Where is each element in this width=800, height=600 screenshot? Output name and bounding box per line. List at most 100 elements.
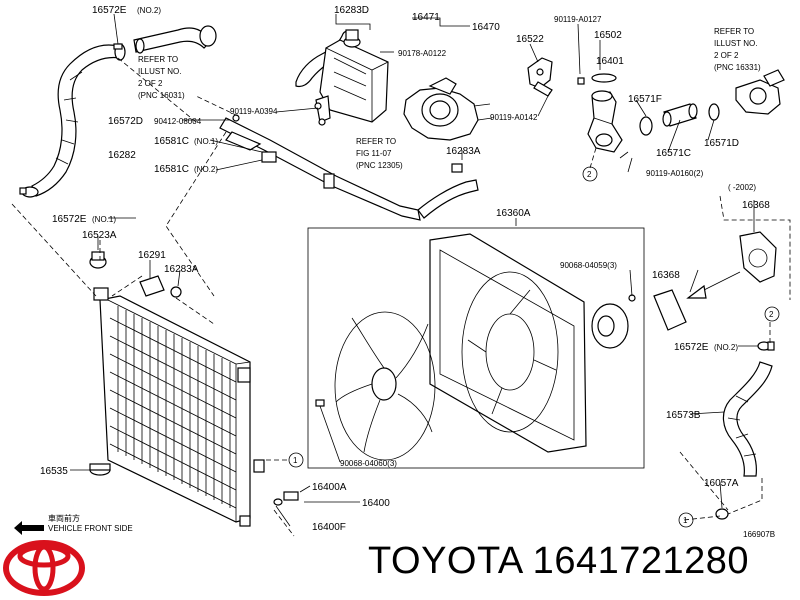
label-90068-04059: 90068-04059(3) xyxy=(560,261,617,270)
cooling-fan xyxy=(334,311,436,461)
label-90178-A0122: 90178-A0122 xyxy=(398,49,447,58)
fan-shroud-16360A xyxy=(429,233,587,453)
hose-clamp-16572E-no1 xyxy=(19,186,39,198)
label-16523A: 16523A xyxy=(82,230,117,241)
bracket-16522 xyxy=(527,57,553,97)
clamp-16572E-no2b xyxy=(757,341,775,351)
clamp-16571F xyxy=(639,116,653,136)
label-16572E-no1-qual: (NO.1) xyxy=(92,215,116,224)
svg-text:2 OF 2: 2 OF 2 xyxy=(138,79,163,88)
label-16291: 16291 xyxy=(138,250,166,261)
label-16571D: 16571D xyxy=(704,138,739,149)
arrow-to-seal xyxy=(686,271,741,299)
label-16283D: 16283D xyxy=(334,5,369,16)
callout-2-a: 2 xyxy=(582,166,598,182)
callout-1-b: 1 xyxy=(678,512,694,528)
front-jp-label: 車両前方 xyxy=(48,514,80,523)
label-16572D: 16572D xyxy=(108,116,143,127)
hose-clamp-16572E-no2 xyxy=(113,43,126,61)
label-16282: 16282 xyxy=(108,150,136,161)
label-16572E-no2b-qual: (NO.2) xyxy=(714,343,738,352)
refer-note-mid: REFER TO FIG 11-07 (PNC 12305) xyxy=(356,137,403,170)
drain-cock-16400A xyxy=(273,491,299,506)
label-16057A: 16057A xyxy=(704,478,739,489)
label-16535: 16535 xyxy=(40,466,68,477)
part-number-title: TOYOTA 1641721280 xyxy=(368,540,750,582)
connector-ref-right xyxy=(735,69,785,115)
label-16368-mid: 16368 xyxy=(652,270,680,281)
toyota-logo-icon xyxy=(3,540,85,596)
label-90119-A0127: 90119-A0127 xyxy=(554,15,602,24)
svg-text:(PNC 12305): (PNC 12305) xyxy=(356,161,403,170)
vehicle-front-note: 車両前方 VEHICLE FRONT SIDE xyxy=(48,514,133,534)
reserve-tank xyxy=(295,29,389,126)
svg-text:ILLUST NO.: ILLUST NO. xyxy=(714,39,757,48)
label-16572E-no2-qual: (NO.2) xyxy=(137,6,161,15)
svg-text:2: 2 xyxy=(769,310,774,319)
fan-motor-16363 xyxy=(591,294,636,349)
label-90412-08004: 90412-08004 xyxy=(154,117,202,126)
svg-text:(PNC 16331): (PNC 16331) xyxy=(714,63,761,72)
svg-text:ILLUST NO.: ILLUST NO. xyxy=(138,67,181,76)
label-90068-04060: 90068-04060(3) xyxy=(340,459,397,468)
hose-16571C xyxy=(662,103,698,127)
gasket-16401 xyxy=(591,73,617,83)
svg-text:FIG 11-07: FIG 11-07 xyxy=(356,149,392,158)
label-16368-top: 16368 xyxy=(742,200,770,211)
svg-text:1: 1 xyxy=(683,516,688,525)
label-16360A: 16360A xyxy=(496,208,531,219)
bolt-90119-A0127 xyxy=(577,77,585,85)
clamp-16057A xyxy=(715,508,729,520)
label-16571C: 16571C xyxy=(656,148,691,159)
callout-1-a: 1 xyxy=(288,452,304,468)
upper-radiator-hose xyxy=(31,44,121,197)
label-16400A: 16400A xyxy=(312,482,347,493)
svg-text:(PNC 16031): (PNC 16031) xyxy=(138,91,185,100)
bolt-90068-04060 xyxy=(315,399,325,407)
refer-note-left: REFER TO ILLUST NO. 2 OF 2 (PNC 16031) xyxy=(138,55,185,100)
clamp-16283A-mid xyxy=(170,286,182,298)
seal-16368 xyxy=(653,289,687,331)
label-16581C-no2: 16581C xyxy=(154,164,189,175)
callout-2-b: 2 xyxy=(764,306,780,322)
front-en-label: VEHICLE FRONT SIDE xyxy=(48,524,133,533)
svg-text:1: 1 xyxy=(293,456,298,465)
label-16581C-no2-qual: (NO.2) xyxy=(194,165,218,174)
vehicle-front-arrow-icon xyxy=(14,521,44,535)
water-pipe-16282 xyxy=(219,114,479,221)
refer-note-right: REFER TO ILLUST NO. 2 OF 2 (PNC 16331) xyxy=(714,27,761,72)
part-labels: 16572E (NO.2) 16283D 16471 16470 90119-A… xyxy=(40,5,770,533)
radiator xyxy=(93,287,265,527)
label-range-2002: ( -2002) xyxy=(728,183,756,192)
clamp-16571D xyxy=(708,103,720,121)
diagram-code: 166907B xyxy=(743,530,776,539)
label-90119-A0160: 90119-A0160(2) xyxy=(646,169,704,178)
svg-text:REFER TO: REFER TO xyxy=(714,27,754,36)
label-16401: 16401 xyxy=(596,56,624,67)
label-16573B: 16573B xyxy=(666,410,701,421)
label-16471: 16471 xyxy=(412,12,440,23)
radiator-cap-16523A xyxy=(89,251,107,269)
label-16572E-no1: 16572E xyxy=(52,214,87,225)
water-outlet-16502 xyxy=(587,90,623,153)
gasket-16368-range xyxy=(739,231,777,283)
cushion-16535 xyxy=(89,463,111,476)
label-16571F: 16571F xyxy=(628,94,662,105)
fan-shroud-box xyxy=(307,227,645,469)
label-16400F: 16400F xyxy=(312,522,346,533)
label-16470: 16470 xyxy=(472,22,500,33)
radiator-core xyxy=(109,306,237,509)
label-16581C-no1: 16581C xyxy=(154,136,189,147)
dashed-connectors xyxy=(11,57,791,537)
label-16283A-mid: 16283A xyxy=(164,264,199,275)
label-90119-A0142: 90119-A0142 xyxy=(490,113,538,122)
label-16572E-no2b: 16572E xyxy=(674,342,709,353)
svg-text:REFER TO: REFER TO xyxy=(356,137,396,146)
lower-hose-16573B xyxy=(722,361,773,477)
hose-16291 xyxy=(139,275,165,297)
upper-pipe xyxy=(133,25,217,54)
thermostat-housing xyxy=(403,77,493,141)
label-16581C-no1-qual: (NO.1) xyxy=(194,137,218,146)
label-16572E-no2: 16572E xyxy=(92,5,127,16)
